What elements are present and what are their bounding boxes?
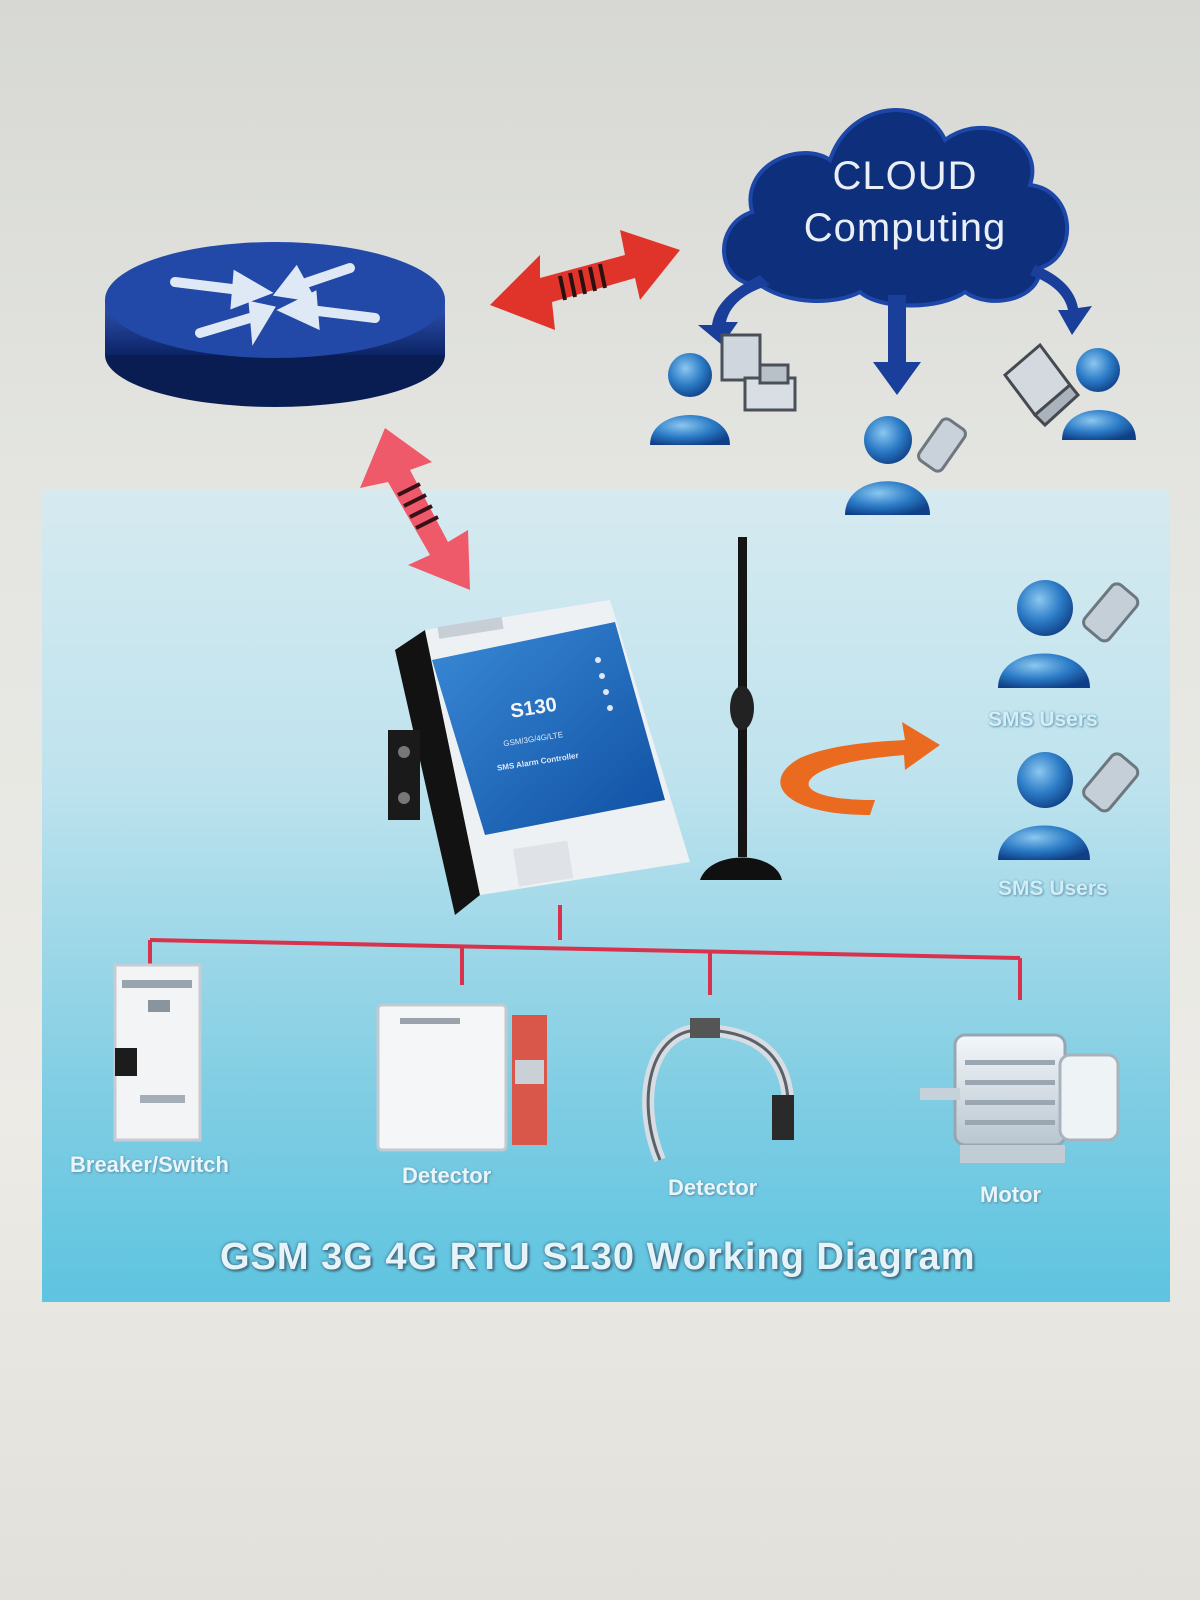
sms-users-label-2: SMS Users xyxy=(998,877,1108,900)
user-with-phone-icon xyxy=(845,416,967,515)
user-with-computer-icon xyxy=(650,333,797,445)
router-device-arrow-icon xyxy=(360,428,470,590)
cloud-icon xyxy=(722,108,1070,308)
diagram-caption: GSM 3G 4G RTU S130 Working Diagram xyxy=(220,1236,976,1278)
breaker-switch-icon xyxy=(113,963,202,1142)
motor-label: Motor xyxy=(980,1182,1042,1207)
breaker-switch-label: Breaker/Switch xyxy=(70,1152,229,1177)
cloud-label-line2: Computing xyxy=(803,206,1007,250)
cloud-label-line1: CLOUD xyxy=(832,154,978,198)
sms-user-icon xyxy=(998,580,1140,688)
sms-users-label-1: SMS Users xyxy=(988,708,1098,731)
router-cloud-arrow-icon xyxy=(490,230,680,330)
sms-signal-arrow-icon xyxy=(780,722,940,815)
detector-1-label: Detector xyxy=(402,1163,492,1188)
detector-2-label: Detector xyxy=(668,1175,758,1200)
cloud-label: CLOUD Computing xyxy=(770,150,1040,254)
rtu-device-icon xyxy=(388,600,690,915)
router-icon xyxy=(105,242,445,407)
detector-probe-icon xyxy=(642,1018,794,1163)
sms-user-icon xyxy=(998,752,1140,860)
cloud-to-users-arrows-icon xyxy=(698,265,1092,395)
io-bus-lines xyxy=(148,905,1022,1000)
detector-panel-icon xyxy=(376,1003,547,1152)
motor-icon xyxy=(920,1033,1120,1163)
antenna-icon xyxy=(700,537,782,880)
user-with-laptop-icon xyxy=(1002,342,1136,440)
